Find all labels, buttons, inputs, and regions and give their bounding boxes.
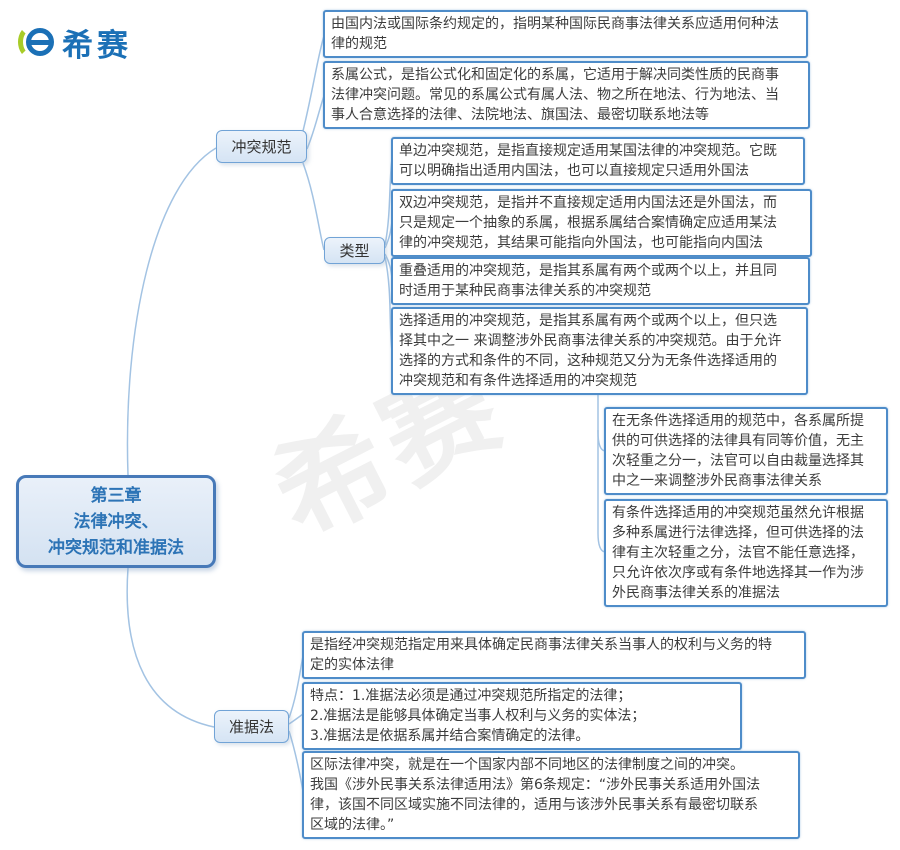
connector xyxy=(126,567,215,728)
connector xyxy=(302,162,325,251)
connector xyxy=(126,147,217,476)
topic-types[interactable]: 类型 xyxy=(324,237,385,264)
logo-e-icon xyxy=(26,28,54,56)
xisai-logo: 希赛 xyxy=(18,22,132,64)
connector xyxy=(597,430,606,553)
connector xyxy=(306,95,325,150)
box-conflict-norms-definition[interactable]: 由国内法或国际条约规定的，指明某种国际民商事法律关系应适用何种法 律的规范 xyxy=(323,10,808,58)
topic-applicable-law[interactable]: 准据法 xyxy=(214,710,289,743)
connector xyxy=(288,730,304,792)
logo-arc-icon xyxy=(18,26,42,58)
connector xyxy=(288,713,304,725)
box-applicable-law-features[interactable]: 特点：1.准据法必须是通过冲突规范所指定的法律； 2.准据法是能够具体确定当事人… xyxy=(302,682,742,750)
box-cumulative[interactable]: 重叠适用的冲突规范，是指其系属有两个或两个以上，并且同 时适用于某种民商事法律关… xyxy=(391,257,810,305)
box-conditional-choice[interactable]: 有条件选择适用的冲突规范虽然允许根据 多种系属进行法律选择，但可供选择的法 律有… xyxy=(604,499,888,607)
root-topic[interactable]: 第三章 法律冲突、 冲突规范和准据法 xyxy=(16,475,216,568)
topic-conflict-norms[interactable]: 冲突规范 xyxy=(216,130,307,163)
box-bilateral[interactable]: 双边冲突规范，是指并不直接规定适用内国法还是外国法，而 只是规定一个抽象的系属，… xyxy=(391,189,812,257)
logo-text: 希赛 xyxy=(62,27,132,64)
box-unilateral[interactable]: 单边冲突规范，是指直接规定适用某国法律的冲突规范。它既 可以明确指出适用内国法，… xyxy=(391,137,805,185)
box-formula[interactable]: 系属公式，是指公式化和固定化的系属，它适用于解决同类性质的民商事 法律冲突问题。… xyxy=(323,61,810,129)
box-alternative[interactable]: 选择适用的冲突规范，是指其系属有两个或两个以上，但只选 择其中之一 来调整涉外民… xyxy=(391,307,808,395)
box-unconditional-choice[interactable]: 在无条件选择适用的规范中，各系属所提 供的可供选择的法律具有同等价值，无主 次轻… xyxy=(604,407,888,495)
connector xyxy=(302,35,325,132)
connector xyxy=(288,655,304,719)
box-interregional-conflict[interactable]: 区际法律冲突，就是在一个国家内部不同地区的法律制度之间的冲突。 我国《涉外民事关… xyxy=(302,751,800,839)
box-applicable-law-definition[interactable]: 是指经冲突规范指定用来具体确定民商事法律关系当事人的权利与义务的特 定的实体法律 xyxy=(302,631,806,679)
